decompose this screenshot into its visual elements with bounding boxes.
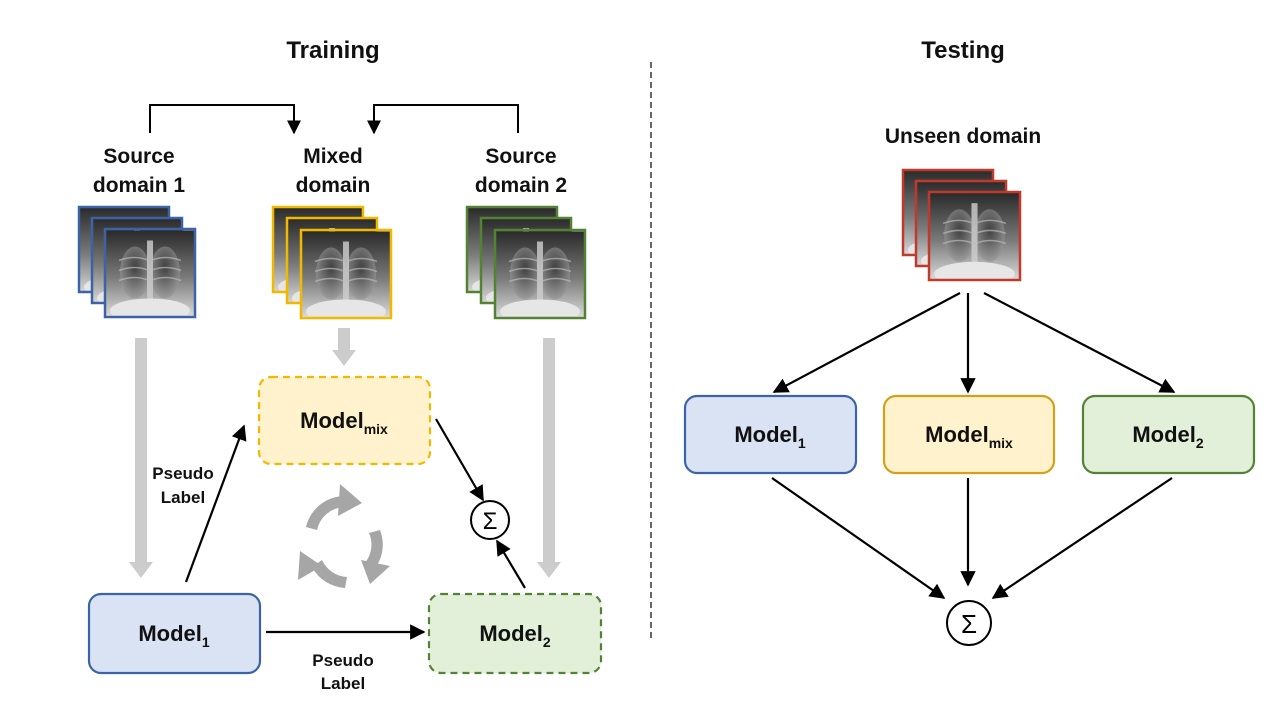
test-model-2-sub: 2 (1196, 435, 1204, 451)
test-sum-symbol: Σ (961, 609, 977, 639)
xray-stack-mixed (271, 205, 393, 320)
train-model-1-box (87, 592, 262, 675)
test-model-2-box (1081, 394, 1256, 475)
test-model-1-label: Model1 (734, 422, 806, 451)
xray-stack-source-2 (465, 205, 587, 320)
mixed-domain-label-line2: domain (296, 174, 371, 197)
test-model-mix-label: Modelmix (925, 422, 1013, 451)
train-model-mix-sub: mix (364, 421, 388, 437)
xray-stack-unseen (901, 168, 1022, 282)
arrow-model1-to-modelmix (184, 424, 247, 583)
arrow-model2-to-sum (496, 539, 526, 589)
testing-title: Testing (921, 37, 1005, 64)
training-title: Training (286, 37, 379, 64)
xray-stack-source-1 (77, 205, 197, 319)
train-model-2-sub: 2 (543, 634, 551, 650)
test-model-1-base: Model (734, 422, 798, 447)
train-sum-symbol: Σ (483, 508, 498, 535)
test-sum-circle (946, 600, 992, 646)
unseen-domain-label: Unseen domain (885, 125, 1041, 148)
source-domain-1-label-line1: Source (103, 145, 174, 168)
train-model-mix-base: Model (300, 408, 364, 433)
pseudo-label-1-line1: Pseudo (152, 464, 213, 483)
train-model-2-box (427, 592, 603, 675)
test-model-mix-sub: mix (989, 435, 1013, 451)
source-domain-2-label-line2: domain 2 (475, 174, 567, 197)
test-model-mix-base: Model (925, 422, 989, 447)
arrow-unseen-to-model1 (772, 292, 961, 393)
train-model-1-base: Model (138, 621, 202, 646)
train-model-mix-box (257, 375, 432, 466)
arrow-model1-to-test-sum (771, 477, 946, 599)
pseudo-label-2-line2: Label (321, 674, 365, 693)
test-model-2-label: Model2 (1132, 422, 1204, 451)
arrow-modelmix-to-sum (435, 418, 484, 502)
train-model-2-base: Model (479, 621, 543, 646)
train-model-mix-label: Modelmix (300, 408, 388, 437)
train-model-1-label: Model1 (138, 621, 210, 650)
train-model-1-sub: 1 (202, 634, 210, 650)
train-sum-circle (470, 500, 510, 540)
mixed-domain-label-line1: Mixed (303, 145, 363, 168)
source-domain-1-label-line2: domain 1 (93, 174, 186, 197)
cycle-icon (298, 484, 390, 588)
bracket-arrow-left (149, 104, 301, 135)
source-domain-2-label-line1: Source (485, 145, 556, 168)
pseudo-label-1-line2: Label (161, 488, 205, 507)
arrow-unseen-to-model2 (983, 292, 1176, 393)
bracket-arrow-right (367, 104, 519, 135)
arrow-model2-to-test-sum (991, 477, 1173, 599)
test-model-1-box (683, 394, 858, 475)
train-model-2-label: Model2 (479, 621, 551, 650)
test-model-2-base: Model (1132, 422, 1196, 447)
pseudo-label-2-line1: Pseudo (312, 651, 373, 670)
test-model-mix-box (882, 394, 1056, 475)
test-model-1-sub: 1 (798, 435, 806, 451)
gray-flow-arrows (129, 328, 561, 578)
